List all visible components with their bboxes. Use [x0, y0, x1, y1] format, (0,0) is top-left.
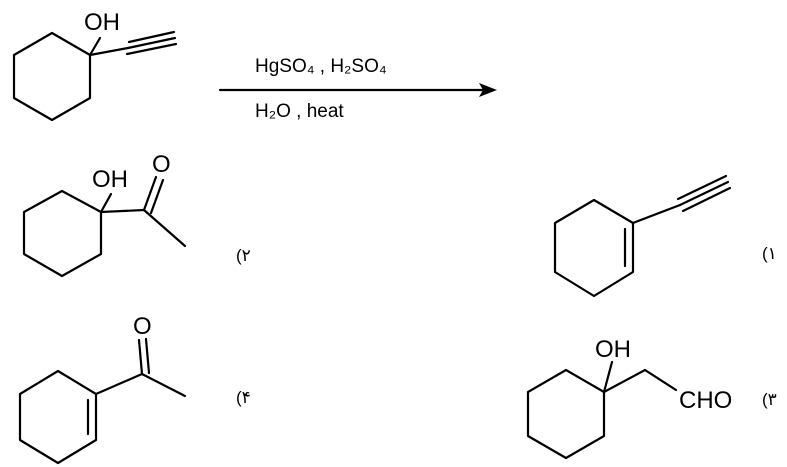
option-2-methyl-bond: [142, 208, 187, 248]
option-3-ch2-bond: [602, 368, 647, 394]
option-1-label: (۱: [762, 244, 777, 263]
option-4-ring: [18, 369, 98, 465]
option-2-co-bond-2: [149, 178, 165, 215]
reactant-triple-bond-2: [127, 30, 176, 44]
option-2-oh-label: OH: [92, 166, 128, 193]
option-3-cho-bond: [643, 368, 678, 392]
option-4-co-bond-1: [137, 338, 144, 376]
option-3-cho-label: CHO: [679, 387, 732, 414]
option-2-ring: [22, 189, 103, 278]
option-3-oh-label: OH: [595, 336, 631, 363]
option-1-triple-bond-1: [678, 180, 730, 207]
option-2-carbonyl-bond: [99, 208, 146, 214]
reagents-above: HgSO₄ , H₂SO₄: [255, 56, 387, 77]
option-2-co-bond-1: [142, 175, 158, 212]
option-4-co-bond-2: [144, 337, 151, 375]
option-1-triple-bond-3: [681, 186, 732, 213]
reaction-arrow-group: HgSO₄ , H₂SO₄ H₂O , heat: [218, 56, 497, 122]
reactant-oh-bond: [88, 36, 102, 57]
reagents-below: H₂O , heat: [255, 101, 344, 122]
reactant-triple-bond-3: [125, 42, 178, 56]
option-3-ring: [526, 368, 606, 460]
reactant-oh-label: OH: [84, 9, 120, 36]
option-2-oh-bond: [99, 192, 113, 214]
option-1-triple-bond-2: [676, 174, 728, 201]
option-3-label: (۳: [762, 390, 777, 409]
option-1-chain-bond: [631, 203, 682, 225]
reactant-chain-bond: [88, 46, 130, 57]
reaction-arrow-head: [479, 83, 497, 97]
option-4-molecule: O: [18, 313, 187, 465]
option-1-molecule: [553, 174, 732, 298]
reactant-triple-bond-1: [126, 36, 177, 50]
option-4-o-label: O: [133, 313, 152, 340]
option-2-molecule: OH O: [22, 151, 187, 278]
option-4-methyl-bond: [140, 372, 187, 398]
option-4-label: (۴: [236, 388, 251, 407]
reactant-ring: [12, 31, 92, 122]
option-1-ring: [553, 198, 635, 298]
reactant-molecule: OH: [12, 9, 178, 122]
option-4-carbonyl-bond: [94, 372, 144, 396]
option-2-o-label: O: [152, 151, 171, 178]
option-3-oh-bond: [602, 360, 614, 394]
option-3-molecule: OH CHO: [526, 336, 732, 460]
option-2-label: (۲: [236, 246, 251, 265]
